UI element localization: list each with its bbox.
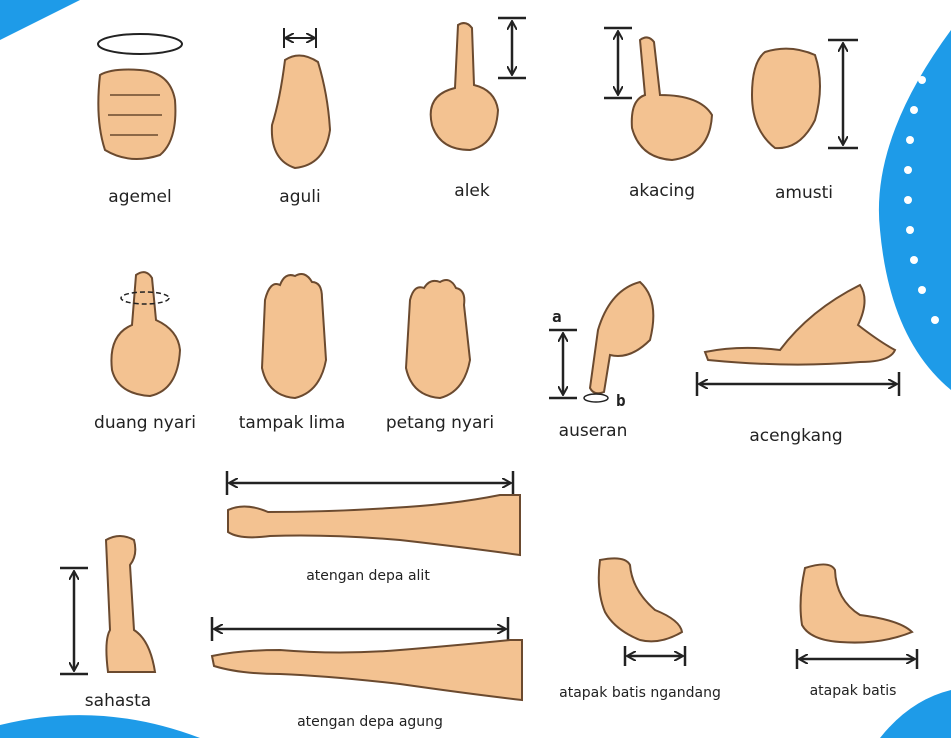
label-agemel: agemel [108,187,171,207]
label-atengan-depa-alit: atengan depa alit [306,568,430,584]
label-atengan-depa-agung: atengan depa agung [297,714,443,730]
atengan-depa-agung-illustration [212,617,522,700]
tampak-lima-illustration [262,274,326,398]
label-alek: alek [454,181,489,201]
alek-illustration [431,18,526,150]
label-akacing: akacing [629,181,695,201]
aguli-illustration [272,28,330,168]
auseran-illustration [549,282,653,402]
label-auseran-b: b [616,391,626,410]
label-duang-nyari: duang nyari [94,413,196,433]
atapak-batis-ngandang-illustration [599,558,685,666]
label-acengkang: acengkang [749,426,842,446]
label-atapak-batis-ngandang: atapak batis ngandang [559,685,721,701]
corner-decoration-right [879,30,951,390]
label-sahasta: sahasta [85,691,151,711]
akacing-illustration [604,28,712,160]
agemel-illustration [98,34,182,159]
label-tampak-lima: tampak lima [239,413,346,433]
petang-nyari-illustration [406,280,470,398]
label-aguli: aguli [279,187,320,207]
corner-decoration-top-left [0,0,80,40]
label-auseran-a: a [552,307,562,326]
acengkang-illustration [697,285,899,396]
label-amusti: amusti [775,183,833,203]
atengan-depa-alit-illustration [227,471,520,555]
amusti-illustration [752,40,858,148]
corner-decoration-bottom-left [0,715,200,738]
duang-nyari-illustration [111,272,180,396]
atapak-batis-illustration [797,564,917,669]
sahasta-illustration [60,536,155,674]
label-atapak-batis: atapak batis [810,683,897,699]
label-petang-nyari: petang nyari [386,413,494,433]
label-auseran: auseran [559,421,628,441]
